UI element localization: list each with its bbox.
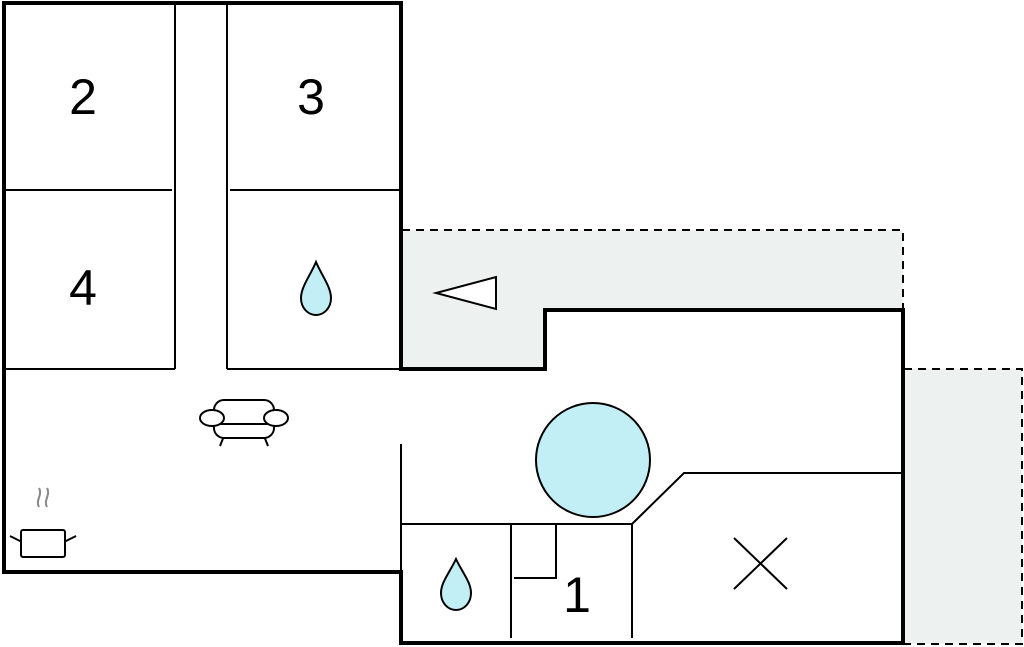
outdoor-areas — [402, 229, 1023, 645]
terrace-right — [904, 369, 1022, 644]
pool-icon — [535, 402, 651, 518]
cross-mark-icon — [733, 537, 788, 590]
outer-wall-left-block — [2, 1, 905, 645]
room-label-3: 3 — [297, 69, 325, 125]
room-label-4: 4 — [69, 260, 97, 316]
bathroom-water-drop-icon — [439, 556, 473, 612]
room-label-1: 1 — [563, 567, 591, 623]
wall-diagonal — [631, 472, 903, 525]
outer-walls — [2, 1, 905, 645]
room-labels: 2 3 4 1 — [69, 69, 591, 623]
terrace-arrow-icon — [432, 275, 497, 311]
cooking-pot-icon — [9, 487, 77, 558]
sofa-icon — [199, 399, 289, 447]
bathroom-water-drop-icon — [299, 259, 333, 317]
terrace-right-outline — [904, 368, 1023, 645]
interior-walls — [4, 3, 903, 638]
terrace-top — [402, 230, 903, 369]
room-label-2: 2 — [69, 69, 97, 125]
wall-closet — [514, 524, 557, 579]
